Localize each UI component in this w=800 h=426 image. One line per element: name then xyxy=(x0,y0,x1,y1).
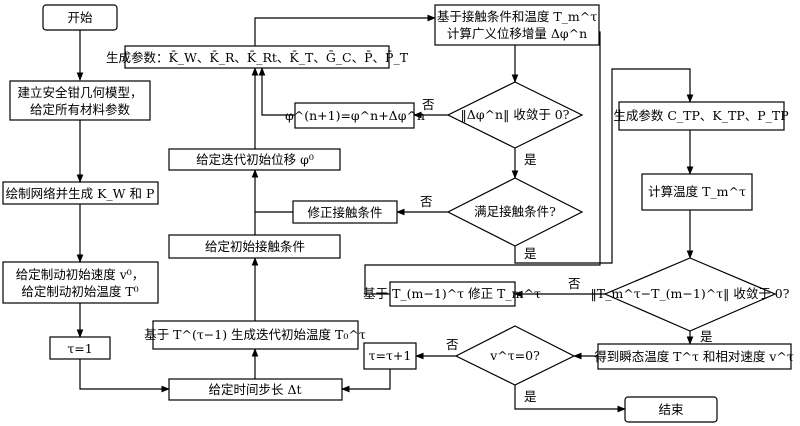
edge-label-contact-no: 否 xyxy=(420,194,433,209)
label-end: 结束 xyxy=(658,402,684,417)
label-init-contact: 给定初始接触条件 xyxy=(205,239,305,254)
edge-fixtemp-calcdisp xyxy=(364,31,601,295)
edge-label-temp-yes: 是 xyxy=(700,329,713,344)
edge-genparams-calcdisp xyxy=(254,14,436,46)
label-gen-params-right: 生成参数 C_TP、K_TP、P_TP xyxy=(613,108,788,123)
label-tau-one: τ=1 xyxy=(67,341,92,356)
node-fix-temp xyxy=(389,281,516,307)
node-temp-conv xyxy=(603,257,777,332)
node-v-zero xyxy=(454,325,576,386)
node-contact-ok xyxy=(446,177,584,247)
label-calc-disp-1: 基于接触条件和温度 T_m^τ xyxy=(437,9,597,24)
node-calc-disp xyxy=(434,4,600,46)
nodes xyxy=(2,4,792,423)
edge-labels: 否 是 否 是 否 是 否 是 xyxy=(420,97,713,404)
node-init-temp-iter xyxy=(152,320,359,350)
node-start xyxy=(42,4,118,31)
node-dphi-conv xyxy=(446,81,584,149)
edge-tauinc-timestep xyxy=(341,369,391,393)
node-calc-temp xyxy=(641,173,753,211)
label-build-model-1: 建立安全钳几何模型， xyxy=(17,85,142,100)
edge-label-contact-yes: 是 xyxy=(524,246,537,261)
node-init-vel-temp xyxy=(2,261,159,304)
edge-update-genparams xyxy=(258,67,295,116)
label-temp-conv: ‖T_m^τ−T_(m−1)^τ‖ 收敛于 0? xyxy=(591,286,790,301)
label-gen-params-left: 生成参数：K̄_W、K̄_R、K̄_Rt、K̄_T、Ḡ_C、P̄、P̄_T xyxy=(106,50,409,65)
node-tau-inc xyxy=(363,342,417,370)
edge-label-dphi-yes: 是 xyxy=(524,152,537,167)
edge-vzero-yes-end xyxy=(514,385,626,413)
label-calc-temp: 计算温度 T_m^τ xyxy=(648,184,746,199)
node-mesh xyxy=(2,181,159,205)
label-init-temp-iter: 基于 T^(τ−1) 生成迭代初始温度 T₀^τ xyxy=(144,327,366,342)
label-v-zero: v^τ=0? xyxy=(489,348,540,363)
label-build-model-2: 给定所有材料参数 xyxy=(30,102,131,117)
edges xyxy=(76,14,694,413)
edge-label-v-yes: 是 xyxy=(524,389,537,404)
label-init-disp: 给定迭代初始位移 φ⁰ xyxy=(196,152,314,167)
node-end xyxy=(624,396,718,423)
node-gen-params-left xyxy=(124,45,390,69)
node-labels: 开始 建立安全钳几何模型， 给定所有材料参数 绘制网络并生成 K_W 和 P 给… xyxy=(6,9,794,417)
edge-label-v-no: 否 xyxy=(446,337,459,352)
edge-label-dphi-no: 否 xyxy=(422,97,435,112)
node-fix-contact xyxy=(292,200,398,224)
node-update-phi xyxy=(294,102,415,129)
label-fix-temp: 基于 T_(m−1)^τ 修正 T_m^τ xyxy=(363,286,541,301)
label-start: 开始 xyxy=(67,10,93,25)
label-init-vel-temp-2: 给定制动初始温度 T⁰ xyxy=(21,284,138,299)
edge-contact-yes-genright xyxy=(514,68,694,264)
label-dphi-conv: ‖Δφ^n‖ 收敛于 0? xyxy=(461,107,570,122)
node-build-model xyxy=(9,80,151,121)
node-transient xyxy=(597,343,792,370)
label-mesh: 绘制网络并生成 K_W 和 P xyxy=(6,186,155,201)
node-init-disp xyxy=(168,148,341,171)
label-calc-disp-2: 计算广义位移增量 Δφ^n xyxy=(447,26,587,41)
label-contact-ok: 满足接触条件? xyxy=(474,204,556,219)
edge-tau-timestep xyxy=(79,359,170,393)
node-time-step xyxy=(168,378,343,401)
label-fix-contact: 修正接触条件 xyxy=(307,205,382,220)
node-gen-params-right xyxy=(618,101,785,131)
label-transient: 得到瞬态温度 T^τ 和相对速度 v^τ xyxy=(594,349,794,364)
label-tau-inc: τ=τ+1 xyxy=(369,348,412,363)
label-update-phi: φ^(n+1)=φ^n+Δφ^n xyxy=(285,108,425,123)
node-tau-one xyxy=(49,336,111,360)
label-init-vel-temp-1: 给定制动初始速度 v⁰， xyxy=(16,267,145,282)
label-time-step: 给定时间步长 Δt xyxy=(208,382,301,397)
node-init-contact xyxy=(168,234,341,259)
edge-label-temp-no: 否 xyxy=(568,276,581,291)
